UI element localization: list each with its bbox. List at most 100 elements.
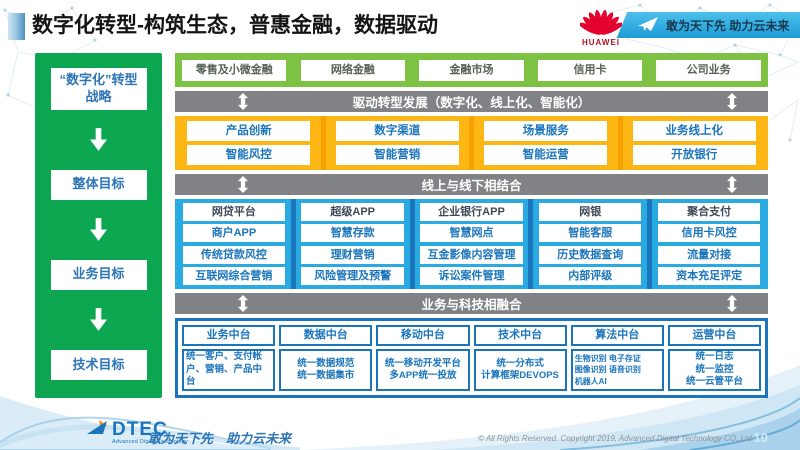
platform-column: 移动中台 统一移动开发平台 多APP统一投放 — [376, 325, 470, 391]
column-divider — [469, 116, 474, 170]
column-divider — [290, 199, 296, 289]
solution-box: 理财营销 — [301, 245, 404, 264]
capability-box: 智能营销 — [335, 145, 459, 165]
updown-arrow-icon — [726, 176, 738, 193]
capability-box: 产品创新 — [187, 121, 311, 141]
solution-box: 企业银行APP — [420, 203, 523, 221]
column-divider — [528, 199, 534, 289]
banner-online-offline: 线上与线下相结合 — [175, 174, 768, 195]
solution-box: 网贷平台 — [182, 203, 286, 221]
solution-box: 信用卡风控 — [657, 224, 761, 243]
sidebar-item-tech-goal: 技术目标 — [50, 349, 147, 380]
main-diagram: 零售及小微金融 网络金融 金融市场 信用卡 公司业务 驱动转型发展（数字化、线上… — [175, 53, 768, 398]
platform-items: 生物识别 电子存证 图像识别 语音识别 机器人AI — [570, 349, 664, 391]
solution-box: 智能客服 — [539, 224, 642, 243]
header-slogan-text: 敢为天下先 助力云未来 — [666, 18, 790, 33]
platform-column: 数据中台 统一数据规范 统一数据集市 — [279, 325, 373, 391]
down-arrow-icon — [90, 128, 107, 152]
title-accent-bar — [8, 13, 25, 40]
updown-arrow-icon — [726, 295, 738, 312]
platform-items: 统一移动开发平台 多APP统一投放 — [376, 349, 470, 391]
platform-item: 统一数据集市 — [297, 370, 355, 381]
platform-item: 统一移动开发平台 — [384, 357, 461, 369]
platform-items: 统一客户、支付帐户、营销、产品中台 — [182, 349, 276, 391]
dtec-logo: DTEC Advanced Digital Technology — [86, 420, 188, 446]
platform-item: 统一日志 — [695, 351, 734, 363]
solution-box: 智慧存款 — [301, 224, 404, 243]
updown-arrow-icon — [237, 93, 249, 110]
down-arrow-icon — [90, 308, 107, 332]
solution-box: 历史数据查询 — [539, 245, 642, 264]
platform-section: 业务中台 统一客户、支付帐户、营销、产品中台 数据中台 统一数据规范 统一数据集… — [175, 318, 768, 398]
solutions-section: 网贷平台 商户APP 传统贷款风控 互联网综合营销 超级APP 智慧存款 理财营… — [175, 199, 768, 289]
business-lines-row: 零售及小微金融 网络金融 金融市场 信用卡 公司业务 — [175, 53, 768, 87]
business-line-box: 信用卡 — [537, 59, 643, 81]
platform-header: 算法中台 — [570, 325, 664, 346]
capability-box: 开放银行 — [632, 145, 756, 165]
platform-item: 统一监控 — [695, 363, 734, 375]
platform-items: 统一数据规范 统一数据集市 — [279, 349, 373, 391]
banner-business-tech: 业务与科技相融合 — [175, 293, 768, 314]
page-title: 数字化转型-构筑生态，普惠金融，数据驱动 — [32, 14, 438, 37]
banner-text: 驱动转型发展（数字化、线上化、智能化） — [352, 96, 591, 110]
solution-box: 网银 — [539, 203, 642, 221]
platform-item: 生物识别 电子存证 — [574, 354, 641, 364]
solution-box: 商户APP — [182, 224, 286, 243]
capability-section: 产品创新 智能风控 数字渠道 智能营销 场景服务 智能运营 业务线上化 开放银行 — [175, 116, 768, 170]
huawei-logo: HUAWEI — [576, 3, 626, 47]
huawei-flower-icon — [578, 9, 624, 35]
platform-item: 统一客户、支付帐户、营销、产品中台 — [186, 351, 263, 388]
business-line-box: 金融市场 — [419, 59, 524, 81]
banner-text: 业务与科技相融合 — [421, 298, 522, 312]
platform-items: 统一分布式 计算框架DEVOPS — [473, 349, 567, 391]
solution-box: 资本充足评定 — [657, 266, 761, 285]
platform-item: 统一数据规范 — [297, 357, 355, 369]
solution-box: 聚合支付 — [657, 203, 761, 221]
solution-box: 风险管理及预警 — [301, 266, 404, 285]
platform-column: 算法中台 生物识别 电子存证 图像识别 语音识别 机器人AI — [570, 325, 664, 391]
updown-arrow-icon — [726, 93, 738, 110]
column-divider — [647, 199, 653, 289]
platform-item: 统一云管平台 — [685, 376, 743, 388]
capability-box: 业务线上化 — [632, 121, 756, 141]
page-number: 10 — [753, 430, 768, 445]
solution-box: 流量对接 — [657, 245, 761, 264]
platform-header: 数据中台 — [279, 325, 373, 346]
solution-box: 超级APP — [301, 203, 404, 221]
business-line-box: 网络金融 — [300, 59, 406, 81]
dtec-subtitle: Advanced Digital Technology — [112, 439, 188, 445]
platform-column: 业务中台 统一客户、支付帐户、营销、产品中台 — [182, 325, 276, 391]
footer-slogan: 敢为天下先 助力云未来 — [148, 431, 292, 446]
solution-box: 互联网综合营销 — [182, 266, 286, 285]
capability-box: 智能运营 — [484, 145, 608, 165]
huawei-wordmark: HUAWEI — [582, 38, 620, 47]
platform-item: 计算框架DEVOPS — [481, 370, 559, 381]
platform-item: 多APP统一投放 — [389, 370, 457, 381]
paper-plane-icon — [638, 17, 658, 31]
platform-column: 运营中台 统一日志 统一监控 统一云管平台 — [667, 325, 762, 391]
platform-column: 技术中台 统一分布式 计算框架DEVOPS — [473, 325, 567, 391]
banner-drive-transformation: 驱动转型发展（数字化、线上化、智能化） — [175, 91, 768, 112]
column-divider — [617, 116, 623, 170]
sidebar-item-overall-goal: 整体目标 — [50, 169, 147, 200]
sidebar-item-strategy: “数字化”转型战略 — [50, 68, 147, 110]
platform-header: 运营中台 — [667, 325, 762, 346]
banner-text: 线上与线下相结合 — [421, 179, 522, 193]
platform-item: 图像识别 语音识别 — [574, 365, 641, 375]
solution-box: 诉讼案件管理 — [420, 266, 523, 285]
capability-box: 数字渠道 — [335, 121, 459, 141]
column-divider — [320, 116, 326, 170]
business-line-box: 公司业务 — [656, 59, 761, 81]
platform-item: 统一分布式 — [496, 357, 544, 369]
column-divider — [409, 199, 415, 289]
dtec-wordmark: DTEC — [112, 419, 168, 440]
platform-header: 技术中台 — [473, 325, 567, 346]
down-arrow-icon — [90, 218, 107, 242]
updown-arrow-icon — [237, 176, 249, 193]
solution-box: 内部评级 — [539, 266, 642, 285]
updown-arrow-icon — [237, 295, 249, 312]
capability-box: 智能风控 — [187, 145, 311, 165]
dtec-arrow-icon — [87, 420, 108, 434]
business-line-box: 零售及小微金融 — [182, 59, 287, 81]
